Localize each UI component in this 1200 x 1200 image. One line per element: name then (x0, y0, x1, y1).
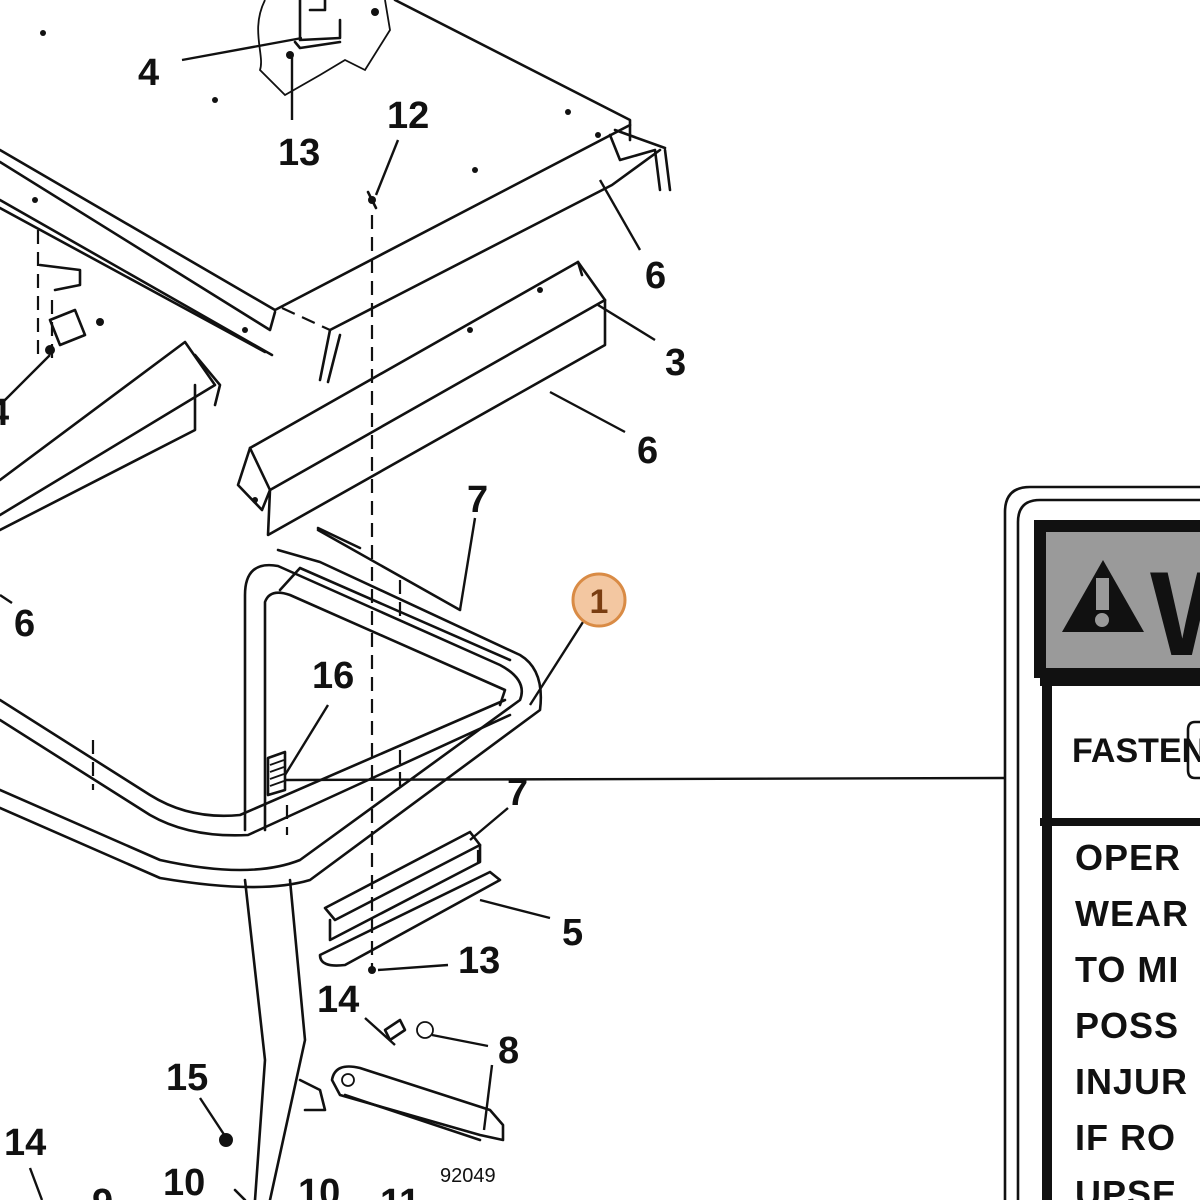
callout-3: 3 (665, 342, 686, 384)
callout-4-left: 4 (0, 392, 9, 434)
channel-rail-3 (236, 260, 607, 537)
left-side-rail (0, 230, 222, 532)
callout-6-top: 6 (645, 255, 666, 297)
callout-10-right: 10 (298, 1172, 340, 1200)
callout-14-left: 14 (4, 1122, 46, 1164)
callout-13-bottom: 13 (458, 940, 500, 982)
callout-9: 9 (92, 1182, 113, 1200)
callout-7-mid: 7 (507, 772, 528, 814)
callout-13-top: 13 (278, 132, 320, 174)
callout-5: 5 (562, 912, 583, 954)
decal-header-letter: W (1150, 547, 1200, 681)
callout-16: 16 (312, 655, 354, 697)
channel-rail-5 (318, 830, 502, 967)
figure-number: 92049 (440, 1165, 496, 1187)
callout-6-left: 6 (14, 603, 35, 645)
warning-decal: W FASTEN OPER WEAR TO MI POSS INJUR IF R… (1003, 485, 1200, 1200)
callout-4-top: 4 (138, 52, 159, 94)
decal-line-5: INJUR (1075, 1061, 1188, 1102)
decal-line-1: OPER (1075, 837, 1181, 878)
rops-hoop (0, 526, 543, 1200)
decal-line-3: TO MI (1075, 949, 1179, 990)
highlight-badge: 1 (571, 572, 627, 628)
decal-line-2: WEAR (1075, 893, 1189, 934)
highlight-badge-label: 1 (590, 583, 609, 621)
callout-6-mid: 6 (637, 430, 658, 472)
mount-bracket-top (257, 0, 391, 97)
callout-12: 12 (387, 95, 429, 137)
canopy-panel (0, 0, 672, 384)
callout-7-top: 7 (467, 479, 488, 521)
callout-14-mid: 14 (317, 979, 359, 1021)
decal-line-7: UPSE (1075, 1173, 1177, 1200)
callout-8: 8 (498, 1030, 519, 1072)
decal-line-4: POSS (1075, 1005, 1179, 1046)
callout-10-left: 10 (163, 1162, 205, 1200)
leader-lines (0, 36, 1006, 1200)
callout-labels: 4 13 12 6 3 6 4 6 7 16 7 5 13 14 8 15 14… (0, 52, 686, 1200)
decal-fasten-text: FASTEN (1072, 732, 1200, 770)
callout-15: 15 (166, 1057, 208, 1099)
callout-11: 11 (380, 1182, 420, 1200)
decal-line-6: IF RO (1075, 1117, 1176, 1158)
brace-arm-8 (219, 1018, 505, 1147)
warning-triangle-icon (1062, 560, 1144, 632)
